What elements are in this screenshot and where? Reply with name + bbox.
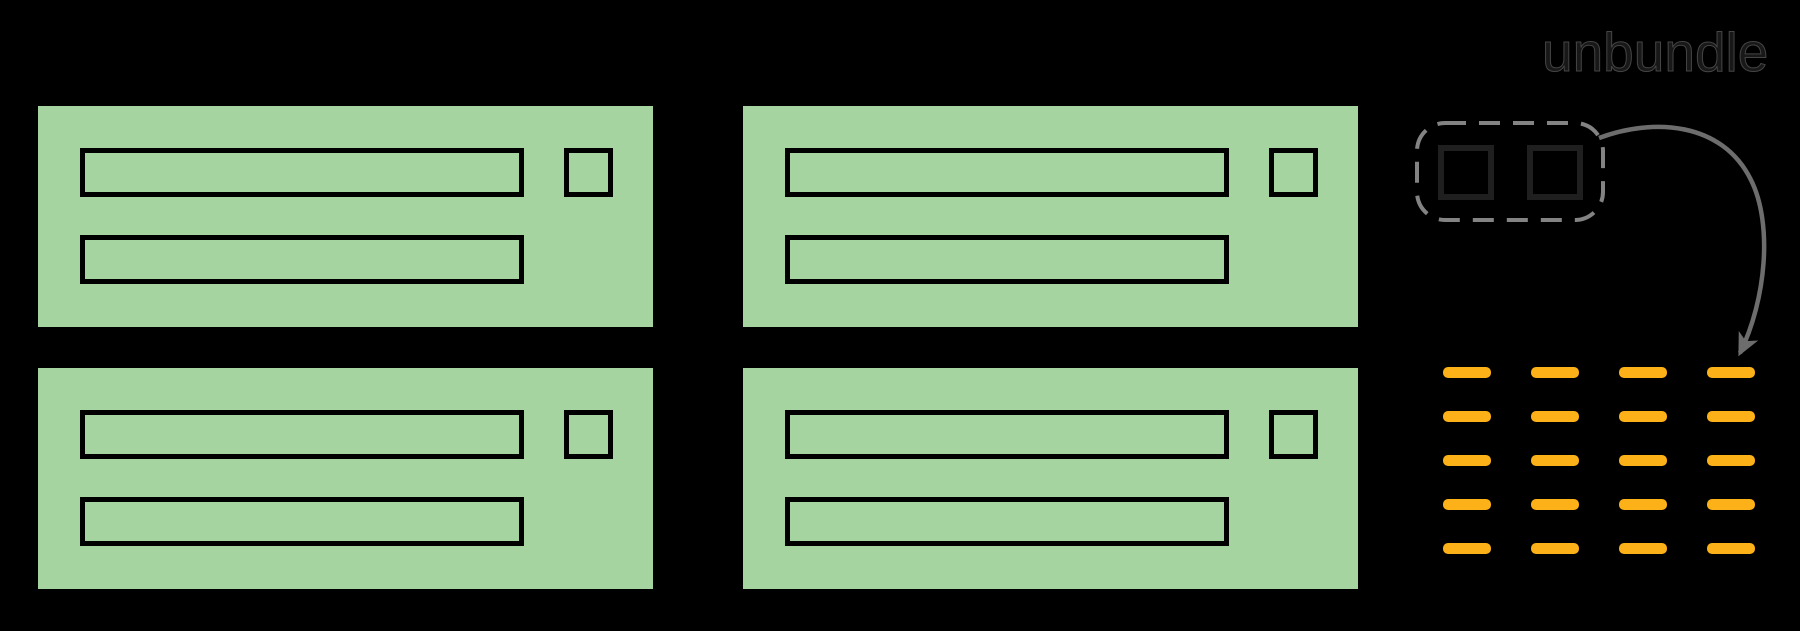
weight-dash bbox=[1443, 367, 1491, 378]
module-bottom-left bbox=[38, 368, 653, 589]
bundle-weight-square-1 bbox=[1438, 145, 1494, 200]
weight-dash bbox=[1531, 455, 1579, 466]
weight-dash bbox=[1619, 411, 1667, 422]
weight-dash bbox=[1531, 499, 1579, 510]
weight-dash bbox=[1707, 411, 1755, 422]
unbundle-label: unbundle bbox=[1541, 21, 1769, 83]
weight-dash bbox=[1707, 499, 1755, 510]
weight-dash bbox=[1531, 411, 1579, 422]
module-top-left bbox=[38, 106, 653, 327]
weight-dash bbox=[1443, 411, 1491, 422]
module-slot-bar-1 bbox=[80, 410, 524, 459]
module-top-right bbox=[743, 106, 1358, 327]
weight-dash bbox=[1443, 543, 1491, 554]
weight-dash bbox=[1707, 543, 1755, 554]
weight-dash bbox=[1707, 455, 1755, 466]
module-slot-bar-2 bbox=[80, 497, 524, 546]
module-slot-bar-1 bbox=[785, 410, 1229, 459]
unbundle-overlay bbox=[1415, 121, 1767, 357]
unbundle-arrow bbox=[1598, 124, 1767, 357]
module-slot-bar-1 bbox=[80, 148, 524, 197]
weight-dash bbox=[1619, 455, 1667, 466]
bundle-dashed-box bbox=[1415, 121, 1605, 222]
weight-dash bbox=[1619, 367, 1667, 378]
bundle-weight-square-2 bbox=[1527, 145, 1583, 200]
weight-dash bbox=[1531, 543, 1579, 554]
module-slot-bar-1 bbox=[785, 148, 1229, 197]
module-unit-square bbox=[564, 148, 613, 197]
weight-dash bbox=[1443, 455, 1491, 466]
module-slot-bar-2 bbox=[785, 497, 1229, 546]
weight-dash bbox=[1531, 367, 1579, 378]
module-unit-square bbox=[1269, 148, 1318, 197]
module-bottom-right bbox=[743, 368, 1358, 589]
weight-dash bbox=[1707, 367, 1755, 378]
weight-dash bbox=[1619, 499, 1667, 510]
module-unit-square bbox=[1269, 410, 1318, 459]
weight-dash bbox=[1619, 543, 1667, 554]
module-slot-bar-2 bbox=[80, 235, 524, 284]
weight-dash bbox=[1443, 499, 1491, 510]
module-unit-square bbox=[564, 410, 613, 459]
module-slot-bar-2 bbox=[785, 235, 1229, 284]
